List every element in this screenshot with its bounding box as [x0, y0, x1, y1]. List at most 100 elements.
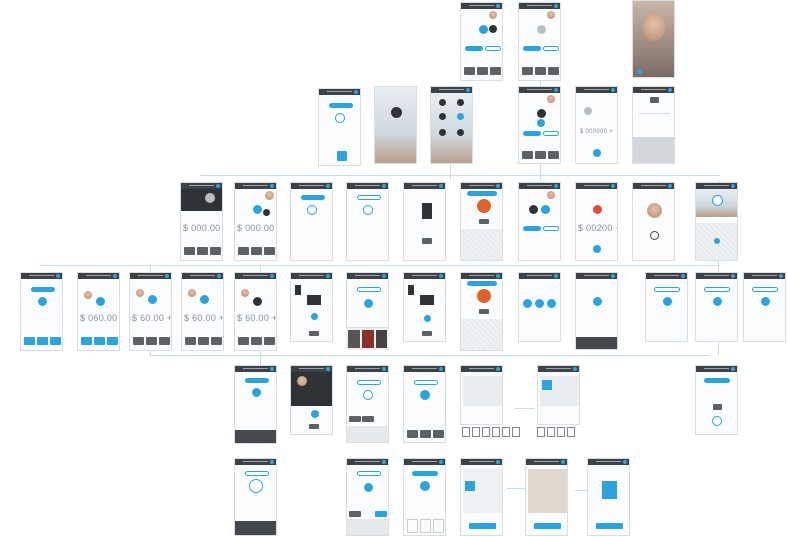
screen-r3-m[interactable] — [695, 272, 738, 342]
screen-r0-a[interactable] — [460, 2, 503, 81]
screen-r3-b[interactable]: $ 060.00 + — [77, 272, 120, 351]
screen-r1-coins[interactable] — [518, 86, 561, 164]
grid-cell[interactable] — [482, 427, 490, 437]
coin-icon[interactable] — [457, 113, 464, 120]
screen-r4-b[interactable] — [290, 365, 333, 435]
screen-r2-i[interactable] — [632, 182, 675, 261]
card-icon[interactable] — [457, 99, 464, 106]
screen-r2-d[interactable] — [346, 182, 389, 261]
action-button[interactable] — [146, 337, 157, 345]
screen-r3-e[interactable]: $ 60.00 + — [234, 272, 277, 351]
grid-cell[interactable] — [547, 427, 555, 437]
tile[interactable] — [407, 519, 418, 533]
screen-r3-h[interactable] — [403, 272, 446, 342]
action-button[interactable] — [210, 247, 221, 255]
action-button[interactable] — [490, 67, 501, 75]
screen-r2-a[interactable]: $ 000.00 + — [180, 182, 223, 261]
confirm-button[interactable] — [713, 404, 722, 410]
screen-splash[interactable] — [374, 86, 417, 164]
input-field[interactable] — [347, 426, 388, 442]
action-button[interactable] — [159, 337, 170, 345]
confirm-button[interactable] — [422, 238, 432, 244]
screen-r3-c[interactable]: $ 60.00 + — [129, 272, 172, 351]
screen-r5-f[interactable] — [587, 458, 630, 536]
action-button[interactable] — [433, 430, 444, 438]
action-button[interactable] — [535, 151, 546, 159]
screen-r1-keyboard[interactable] — [632, 86, 675, 164]
action-button[interactable] — [420, 430, 431, 438]
screen-r4-f[interactable] — [537, 365, 580, 425]
action-button[interactable] — [94, 337, 105, 345]
screen-r5-a[interactable] — [234, 458, 277, 536]
confirm-button[interactable] — [534, 523, 561, 529]
screen-r3-n[interactable] — [743, 272, 786, 342]
screen-r2-f[interactable] — [460, 182, 503, 261]
screen-r5-e[interactable] — [525, 458, 568, 536]
action-button[interactable] — [50, 337, 61, 345]
action-button[interactable] — [264, 247, 275, 255]
action-button[interactable] — [185, 337, 196, 345]
screen-r4-c[interactable] — [346, 365, 389, 443]
screen-r5-b[interactable] — [346, 458, 389, 536]
action-button[interactable] — [522, 67, 533, 75]
input-field[interactable] — [639, 113, 670, 114]
grid-cell[interactable] — [567, 427, 575, 437]
grid-cell[interactable] — [512, 427, 520, 437]
map-pin-icon[interactable] — [714, 238, 720, 244]
screen-home-menu[interactable] — [430, 86, 473, 164]
tab-button[interactable] — [349, 416, 361, 422]
screen-r3-k[interactable] — [575, 272, 618, 350]
screen-r2-j[interactable] — [695, 182, 738, 261]
thumbnail[interactable] — [348, 330, 360, 348]
tile[interactable] — [433, 519, 444, 533]
confirm-button[interactable] — [596, 523, 623, 529]
action-button[interactable] — [650, 97, 659, 103]
footer-bar[interactable] — [576, 337, 617, 349]
screen-r5-d[interactable] — [460, 458, 503, 536]
thumbnail[interactable] — [376, 330, 387, 348]
footer-bar[interactable] — [235, 521, 276, 535]
selected-tile[interactable] — [465, 481, 475, 491]
action-button[interactable] — [251, 337, 262, 345]
screen-r3-d[interactable]: $ 60.00 + — [181, 272, 224, 351]
screen-r3-l[interactable] — [645, 272, 688, 342]
grid-cell[interactable] — [462, 427, 470, 437]
footer-bar[interactable] — [235, 430, 276, 443]
keyboard[interactable] — [633, 137, 674, 163]
map-view[interactable] — [461, 319, 502, 350]
thumbnail[interactable] — [362, 330, 374, 348]
confirm-button[interactable] — [309, 424, 319, 429]
screen-video-call[interactable] — [632, 0, 675, 78]
screen-r4-d[interactable] — [403, 365, 446, 443]
action-button[interactable] — [107, 337, 118, 345]
action-button[interactable] — [407, 430, 418, 438]
grid-cell[interactable] — [557, 427, 565, 437]
action-button[interactable] — [133, 337, 144, 345]
grid-cell[interactable] — [502, 427, 510, 437]
phone-icon[interactable] — [457, 129, 464, 136]
action-button[interactable] — [37, 337, 48, 345]
screen-r4-e[interactable] — [460, 365, 503, 425]
map-pin-icon[interactable] — [439, 129, 446, 136]
action-button[interactable] — [198, 337, 209, 345]
product-thumbnails[interactable] — [346, 328, 389, 350]
screen-r1-send[interactable] — [318, 88, 361, 166]
action-button[interactable] — [522, 151, 533, 159]
screen-r0-b[interactable] — [518, 2, 561, 81]
screen-r4-a[interactable] — [234, 365, 277, 444]
camera-icon[interactable] — [637, 69, 642, 74]
send-button[interactable] — [337, 151, 347, 161]
screen-r3-a[interactable] — [20, 272, 63, 351]
action-button[interactable] — [464, 67, 475, 75]
tab-button[interactable] — [349, 511, 361, 517]
tab-button[interactable] — [362, 416, 374, 422]
action-button[interactable] — [184, 247, 195, 255]
screen-r2-e[interactable] — [403, 182, 446, 261]
screen-r3-i[interactable] — [460, 272, 503, 351]
grid-cell[interactable] — [472, 427, 480, 437]
action-button[interactable] — [264, 337, 275, 345]
action-button[interactable] — [548, 67, 559, 75]
grid-cell[interactable] — [492, 427, 500, 437]
screen-r4-g[interactable] — [695, 365, 738, 435]
confirm-button[interactable] — [479, 309, 489, 314]
